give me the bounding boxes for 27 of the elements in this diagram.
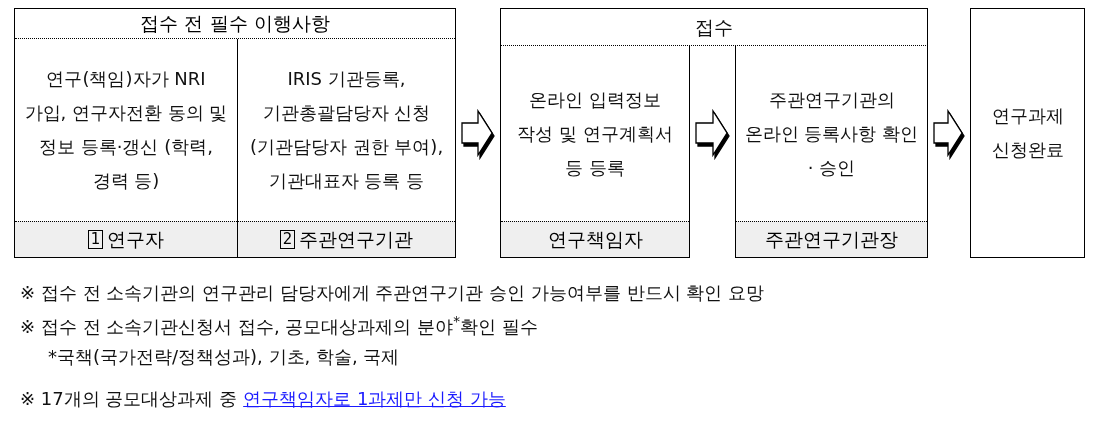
step-box xyxy=(237,39,455,257)
step-number: 1 xyxy=(87,230,104,249)
header-band xyxy=(500,8,928,46)
step-text: IRIS 기관등록, 기관총괄담당자 신청(기관담당자 권한 부여), 기관대표자 등록 등 xyxy=(248,67,445,193)
note-text: ※ 17개의 공모대상과제 중 xyxy=(20,387,238,411)
role-label: 연구자 xyxy=(107,230,165,249)
step-box xyxy=(970,8,1085,258)
step-box xyxy=(500,46,690,258)
role-label: 주관연구기관장 xyxy=(765,230,898,249)
role-label: 주관연구기관 xyxy=(299,230,414,249)
step-text: 연구과제 신청완료 xyxy=(990,104,1065,162)
step-text: 온라인 입력정보 작성 및 연구계획서 등 등록 xyxy=(516,87,674,180)
block-arrow xyxy=(461,108,493,158)
group-heading: 접수 전 필수 이행사항 xyxy=(140,14,330,33)
step-text: 주관연구기관의 온라인 등록사항 확인 · 승인 xyxy=(744,87,919,180)
group-box xyxy=(14,8,456,258)
footnote-text: *국책(국가전략/정책성과), 기초, 학술, 국제 xyxy=(48,345,401,369)
block-arrow xyxy=(695,108,728,158)
note-text: ※ 접수 전 소속기관의 연구관리 담당자에게 주관연구기관 승인 가능여부를 반드시 확인 요망 xyxy=(20,281,765,305)
group-heading: 접수 xyxy=(695,17,733,37)
step-number: 2 xyxy=(279,230,296,249)
note-text: ※ 접수 전 소속기관신청서 접수, 공모대상과제의 분야$^{*}$확인 필수 xyxy=(20,312,539,339)
block-arrow xyxy=(933,108,963,158)
link: 연구책임자로 1과제만 신청 가능 xyxy=(243,387,506,411)
role-label: 연구책임자 xyxy=(547,230,643,249)
step-box xyxy=(735,46,928,258)
step-text: 연구(책임)자가 NRI 가입, 연구자전환 동의 및 정보 등록·갱신 (학력, 경력 등) xyxy=(23,67,229,193)
